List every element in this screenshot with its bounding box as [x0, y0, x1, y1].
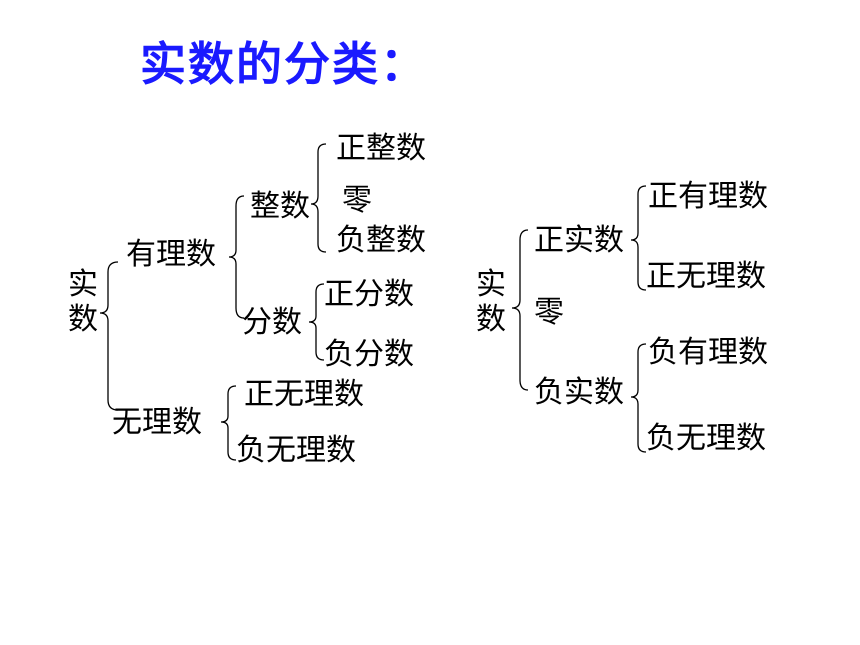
tree1-integer-label: 整数 — [250, 189, 310, 224]
tree1-irrational-label: 无理数 — [112, 405, 202, 440]
page-title: 实数的分类： — [140, 37, 428, 91]
tree2-positive-real-label: 正实数 — [534, 223, 624, 258]
brace-irrational-1 — [220, 385, 237, 461]
tree2-zero-label: 零 — [534, 295, 564, 330]
brace-rational-1 — [228, 195, 245, 319]
tree2-root-label: 实数 — [476, 267, 506, 337]
tree1-pos-integer-label: 正整数 — [336, 131, 426, 166]
tree2-pos-rational-label: 正有理数 — [648, 179, 768, 214]
tree1-neg-fraction-label: 负分数 — [324, 337, 414, 372]
tree2-neg-irrational-label: 负无理数 — [646, 421, 766, 456]
tree2-pos-irrational-label: 正无理数 — [646, 259, 766, 294]
tree1-neg-integer-label: 负整数 — [336, 223, 426, 258]
tree2-neg-rational-label: 负有理数 — [648, 335, 768, 370]
brace-root-2 — [511, 229, 529, 391]
brace-root-1 — [99, 261, 119, 411]
tree2-negative-real-label: 负实数 — [534, 375, 624, 410]
brace-posreal-2 — [630, 185, 647, 291]
tree1-rational-label: 有理数 — [126, 237, 216, 272]
tree1-neg-irrational-label: 负无理数 — [236, 433, 356, 468]
brace-fraction-1 — [308, 283, 325, 361]
brace-integer-1 — [310, 143, 327, 253]
tree1-pos-irrational-label: 正无理数 — [244, 377, 364, 412]
tree1-zero-label: 零 — [342, 183, 372, 218]
tree1-fraction-label: 分数 — [242, 305, 302, 340]
tree1-pos-fraction-label: 正分数 — [324, 277, 414, 312]
tree1-root-label: 实数 — [68, 267, 98, 337]
brace-negreal-2 — [630, 343, 647, 453]
